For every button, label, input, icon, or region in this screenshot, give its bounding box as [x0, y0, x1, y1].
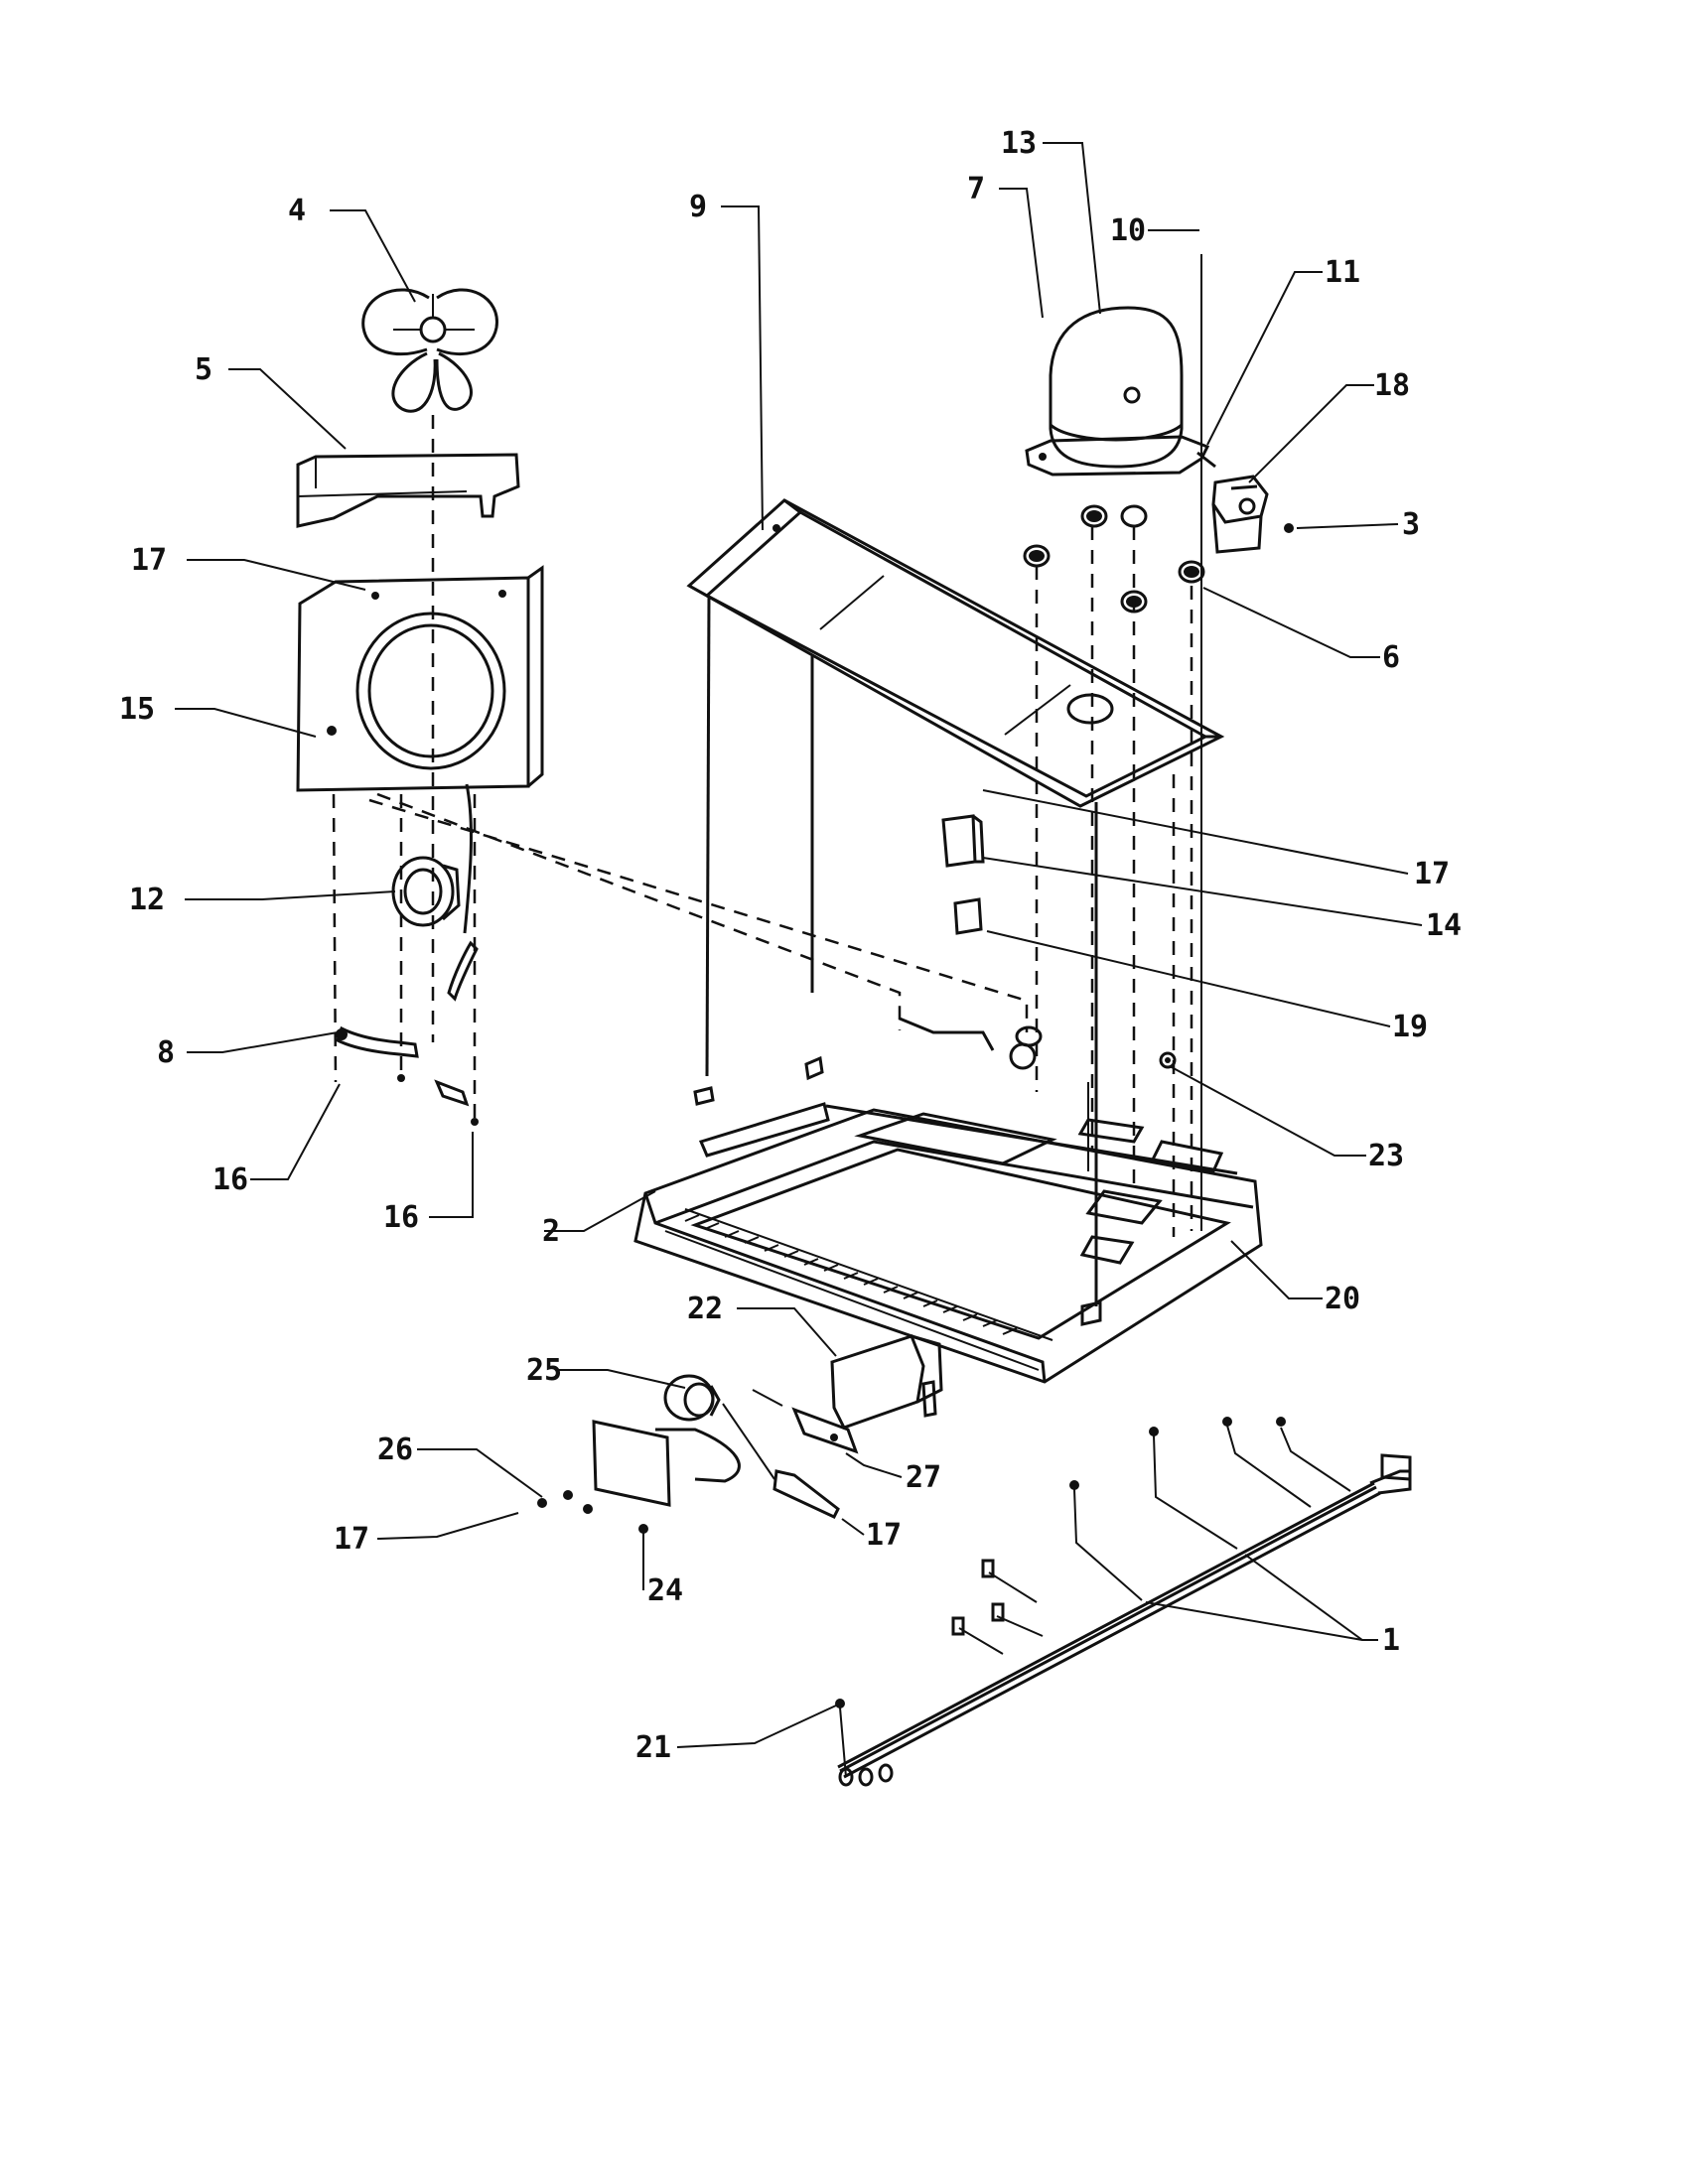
callout-2: 2: [542, 1214, 560, 1249]
base-pan: [633, 1017, 1263, 1384]
callout-15: 15: [119, 692, 155, 727]
control-box: [537, 1334, 943, 1534]
callout-7: 7: [967, 172, 985, 206]
callout-26: 26: [377, 1433, 413, 1467]
callout-11: 11: [1325, 255, 1360, 290]
assembly-lines-right: [705, 254, 1202, 1306]
relay-overload: [1196, 451, 1294, 554]
fan-shroud: [296, 565, 544, 792]
callout-labels: 4 5 17 15 12 8 16 16 9 13 7 10 11 18 3 6…: [119, 126, 1462, 1765]
callout-23: 23: [1368, 1139, 1404, 1173]
callout-6: 6: [1382, 640, 1400, 675]
callout-21: 19: [1392, 1010, 1428, 1044]
callout-25: 25: [526, 1353, 562, 1388]
callout-19: 21: [635, 1730, 671, 1765]
callout-13: 13: [1001, 126, 1037, 161]
wiring-harness: [835, 1417, 1412, 1787]
leader-lines: [175, 142, 1423, 1748]
callout-22: 22: [687, 1292, 723, 1326]
motor-mount-brackets: [336, 940, 479, 1126]
callout-16: 16: [383, 1200, 419, 1235]
callout-9: 9: [689, 190, 707, 224]
callout-27: 27: [906, 1460, 941, 1495]
fan-bracket: [296, 453, 520, 528]
callout-17: 17: [866, 1518, 902, 1553]
callout-17: 17: [334, 1522, 369, 1557]
callout-16: 16: [212, 1162, 248, 1197]
callout-8: 8: [157, 1035, 175, 1070]
start-capacitor: [941, 814, 985, 935]
callout-4: 4: [288, 194, 306, 228]
compressor: [1025, 306, 1210, 477]
callout-12: 12: [129, 883, 165, 917]
callout-3: 3: [1402, 507, 1420, 542]
callout-1: 1: [1382, 1623, 1400, 1658]
callout-20: 20: [1325, 1282, 1360, 1316]
assembly-lines-left: [332, 415, 1029, 1124]
callout-17: 17: [131, 543, 167, 578]
callout-24: 24: [647, 1573, 683, 1608]
callout-14: 14: [1426, 908, 1462, 943]
compressor-plate: [686, 498, 1225, 808]
grommets: [1023, 504, 1205, 614]
callout-5: 5: [195, 352, 212, 387]
callout-18: 18: [1374, 368, 1410, 403]
callout-10: 10: [1110, 213, 1146, 248]
callout-17: 17: [1414, 857, 1450, 891]
fan-blade: [361, 288, 498, 413]
